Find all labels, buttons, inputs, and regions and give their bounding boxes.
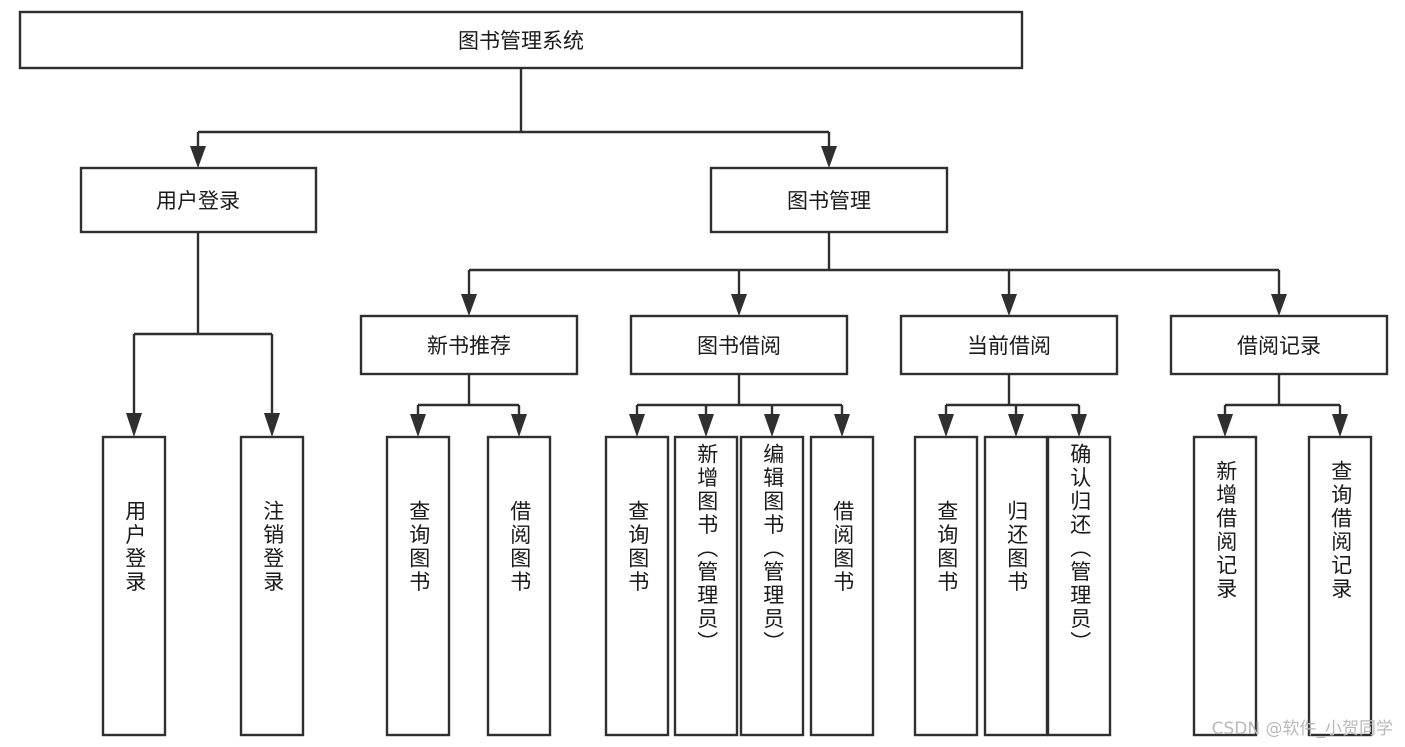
arrow-borrowrecord-leaf2 [1332, 414, 1348, 437]
arrow-to-newbook [461, 294, 477, 316]
arrow-to-borrowrecord [1271, 294, 1287, 316]
leaf-boxes-current-borrow [913, 435, 1112, 737]
node-borrow-record-box [1169, 314, 1389, 376]
arrow-currentborrow-leaf1 [938, 414, 954, 437]
node-root-system[interactable]: 图书管理系统 [18, 10, 1024, 70]
connector-userlogin-to-leaves [126, 232, 280, 437]
node-current-borrow-box [899, 314, 1119, 376]
arrow-to-user-login [190, 146, 206, 168]
node-user-login[interactable]: 用户登录 [79, 166, 318, 234]
connector-bookmanage-to-level3 [461, 232, 1287, 316]
connector-currentborrow-to-leaves [938, 374, 1087, 437]
node-borrow-record[interactable]: 借阅记录 [1169, 314, 1389, 376]
leaf-boxes-new-book-recommend [385, 435, 552, 737]
node-root-label: 图书管理系统 [458, 29, 584, 53]
arrow-to-book-manage [821, 146, 837, 168]
node-borrow-record-label: 借阅记录 [1237, 334, 1321, 358]
arrow-userlogin-leaf1 [126, 413, 142, 437]
node-user-login-box [79, 166, 318, 234]
node-root-box [18, 10, 1024, 70]
leaf-box-borrow-record-1[interactable] [1307, 435, 1373, 737]
node-user-login-label: 用户登录 [156, 189, 240, 213]
leaf-box-current-borrow-0[interactable] [913, 435, 979, 737]
leaf-box-current-borrow-1[interactable] [983, 435, 1049, 737]
leaf-box-book-borrow-3[interactable] [809, 435, 875, 737]
leaf-box-borrow-record-0[interactable] [1192, 435, 1258, 737]
arrow-bookborrow-leaf3 [764, 414, 780, 437]
leaf-box-user-login-0[interactable] [101, 435, 167, 737]
connector-root-to-level2 [190, 68, 837, 168]
leaf-boxes-user-login [101, 435, 305, 737]
leaf-box-user-login-1[interactable] [239, 435, 305, 737]
node-book-borrow-label: 图书借阅 [697, 334, 781, 358]
node-book-manage[interactable]: 图书管理 [709, 166, 949, 234]
leaf-boxes-borrow-record [1192, 435, 1373, 737]
arrow-currentborrow-leaf3 [1071, 414, 1087, 437]
arrow-newbook-leaf2 [511, 414, 527, 437]
connector-borrowrecord-to-leaves [1217, 374, 1348, 437]
arrow-to-currentborrow [1001, 294, 1017, 316]
leaf-box-book-borrow-1[interactable] [673, 435, 739, 737]
node-current-borrow-label: 当前借阅 [967, 334, 1051, 358]
node-new-book-recommend-label: 新书推荐 [427, 334, 511, 358]
leaf-box-current-borrow-2[interactable] [1046, 435, 1112, 737]
connector-newbook-to-leaves [410, 374, 527, 437]
connector-bookborrow-to-leaves [629, 374, 850, 437]
arrow-newbook-leaf1 [410, 414, 426, 437]
arrow-userlogin-leaf2 [264, 413, 280, 437]
arrow-borrowrecord-leaf1 [1217, 414, 1233, 437]
arrow-bookborrow-leaf2 [698, 414, 714, 437]
node-book-borrow[interactable]: 图书借阅 [629, 314, 849, 376]
arrow-bookborrow-leaf1 [629, 414, 645, 437]
leaf-boxes-book-borrow [604, 435, 875, 737]
node-book-borrow-box [629, 314, 849, 376]
node-book-manage-box [709, 166, 949, 234]
arrow-currentborrow-leaf2 [1008, 414, 1024, 437]
arrow-to-bookborrow [731, 294, 747, 316]
node-new-book-recommend-box [359, 314, 579, 376]
leaf-box-new-book-0[interactable] [385, 435, 451, 737]
node-new-book-recommend[interactable]: 新书推荐 [359, 314, 579, 376]
arrow-bookborrow-leaf4 [834, 414, 850, 437]
leaf-box-book-borrow-0[interactable] [604, 435, 670, 737]
node-book-manage-label: 图书管理 [787, 189, 871, 213]
leaf-box-new-book-1[interactable] [486, 435, 552, 737]
leaf-box-book-borrow-2[interactable] [739, 435, 805, 737]
node-current-borrow[interactable]: 当前借阅 [899, 314, 1119, 376]
